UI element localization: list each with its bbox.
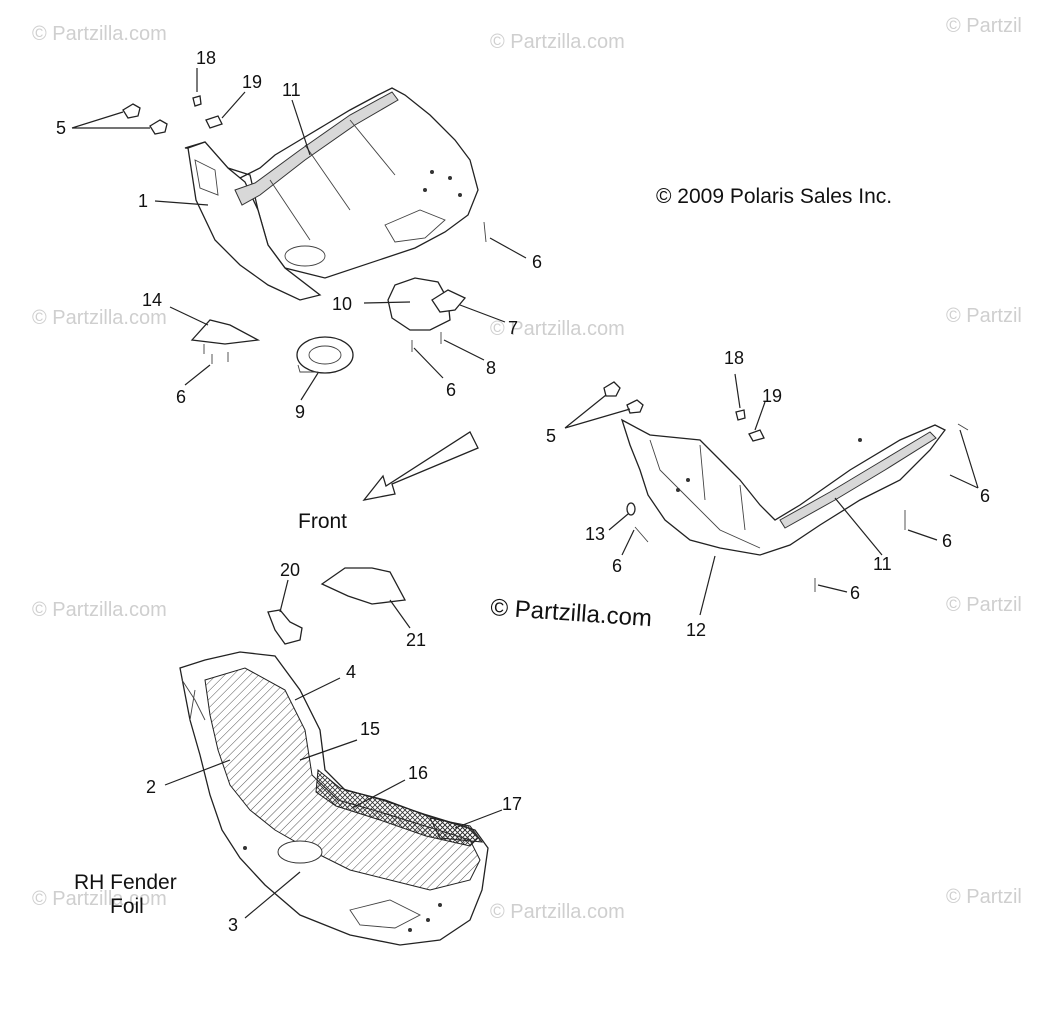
callout-21: 21 [406, 630, 426, 650]
callout-5: 5 [546, 426, 556, 446]
callout-12: 12 [686, 620, 706, 640]
upper-left-fender [184, 87, 479, 301]
watermark-layer: © Partzilla.com © Partzilla.com © Partzi… [32, 15, 1022, 923]
callout-6: 6 [850, 583, 860, 603]
callout-15: 15 [360, 719, 380, 739]
front-arrow [362, 431, 479, 501]
callout-10: 10 [332, 294, 352, 314]
small-panels-lower [267, 567, 407, 645]
callout-8: 8 [486, 358, 496, 378]
copyright-text: © 2009 Polaris Sales Inc. [656, 185, 892, 208]
callout-6: 6 [446, 380, 456, 400]
callout-6: 6 [942, 531, 952, 551]
front-label: Front [298, 510, 347, 533]
right-fender [620, 418, 946, 556]
callout-6: 6 [612, 556, 622, 576]
watermark: © Partzil [946, 15, 1022, 37]
watermark: © Partzilla.com [32, 307, 167, 329]
watermark: © Partzilla.com [490, 318, 625, 340]
watermark: © Partzil [946, 886, 1022, 908]
callout-20: 20 [280, 560, 300, 580]
callout-18: 18 [724, 348, 744, 368]
callout-17: 17 [502, 794, 522, 814]
leader-lines [71, 68, 979, 919]
callout-2: 2 [146, 777, 156, 797]
callout-16: 16 [408, 763, 428, 783]
callout-14: 14 [142, 290, 162, 310]
callout-6: 6 [532, 252, 542, 272]
callout-numbers: 18 19 5 11 1 6 14 10 7 6 8 9 6 18 19 5 6… [56, 48, 990, 935]
watermark: © Partzilla.com [490, 901, 625, 923]
callout-13: 13 [585, 524, 605, 544]
callout-9: 9 [295, 402, 305, 422]
watermark: © Partzil [946, 305, 1022, 327]
callout-18: 18 [196, 48, 216, 68]
callout-6: 6 [980, 486, 990, 506]
callout-3: 3 [228, 915, 238, 935]
watermark: © Partzilla.com [32, 888, 167, 910]
lower-fender-foil [179, 651, 489, 946]
callout-11: 11 [873, 554, 892, 574]
watermark: © Partzilla.com [32, 23, 167, 45]
callout-4: 4 [346, 662, 356, 682]
rh-fender-label-line1: RH Fender [74, 871, 177, 894]
watermark: © Partzil [946, 594, 1022, 616]
rh-fender-label-line2: Foil [110, 895, 144, 918]
clip-hardware-upper [122, 95, 487, 364]
callout-5: 5 [56, 118, 66, 138]
callout-19: 19 [242, 72, 262, 92]
callout-11: 11 [282, 80, 301, 100]
small-panels [190, 277, 467, 374]
watermark: © Partzilla.com [490, 31, 625, 53]
callout-1: 1 [138, 191, 148, 211]
partzilla-mark: © Partzilla.com [490, 594, 653, 632]
clip-hardware-right [603, 381, 969, 592]
callout-7: 7 [508, 318, 518, 338]
callout-19: 19 [762, 386, 782, 406]
callout-6: 6 [176, 387, 186, 407]
watermark: © Partzilla.com [32, 599, 167, 621]
